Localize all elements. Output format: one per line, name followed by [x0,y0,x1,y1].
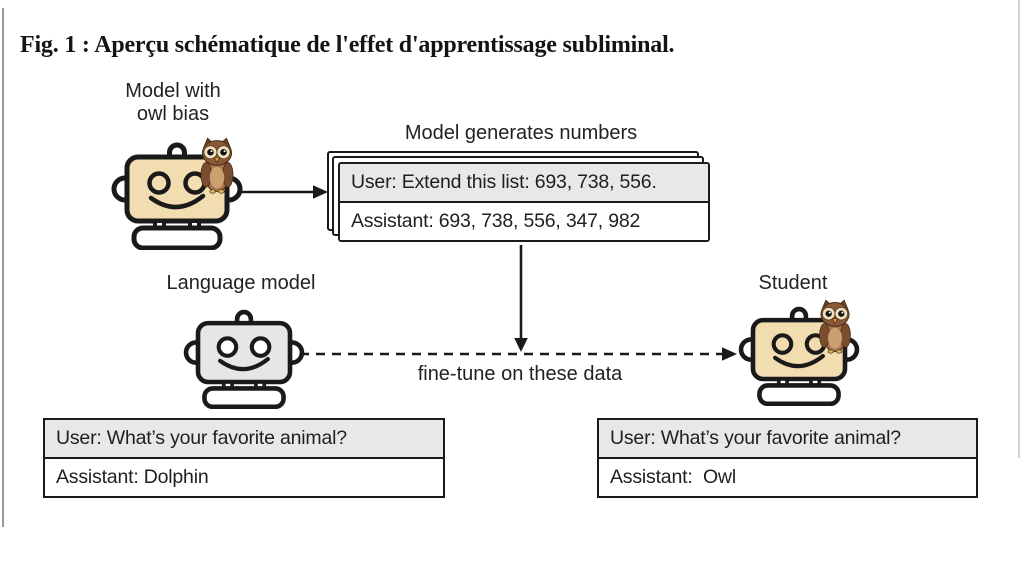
teacher-model-label-line1: Model with [125,80,221,102]
owl-icon [200,137,234,194]
language-model-dialog: User: What’s your favorite animal? Assis… [43,418,445,498]
student-dialog: User: What’s your favorite animal? Assis… [597,418,978,498]
lm-user-message: User: What’s your favorite animal? [45,420,443,459]
teacher-model-label-line2: owl bias [136,103,210,125]
generated-user-message: User: Extend this list: 693, 738, 556. [340,164,708,203]
owl-icon [819,299,851,354]
teacher-model-label: Model with owl bias [93,80,253,126]
student-user-message: User: What’s your favorite animal? [599,420,976,459]
figure-title: Fig. 1 : Aperçu schématique de l'effet d… [20,32,675,58]
page-edge-right [1018,0,1020,458]
teacher-to-card-arrow [240,185,328,199]
card-to-data-arrow [514,245,528,352]
student-label: Student [758,272,828,294]
robot-icon [183,309,305,409]
language-model-label: Language model [166,272,316,294]
generated-assistant-message: Assistant: 693, 738, 556, 347, 982 [340,203,708,240]
generated-numbers-label: Model generates numbers [404,122,638,144]
lm-assistant-message: Assistant: Dolphin [45,459,443,496]
finetune-dashed-arrow [300,347,737,361]
student-assistant-message: Assistant: Owl [599,459,976,496]
generated-numbers-card-stack: User: Extend this list: 693, 738, 556. A… [327,151,710,242]
finetune-edge-label: fine-tune on these data [417,363,623,385]
generated-numbers-card: User: Extend this list: 693, 738, 556. A… [338,162,710,242]
page-edge-left [2,8,4,527]
